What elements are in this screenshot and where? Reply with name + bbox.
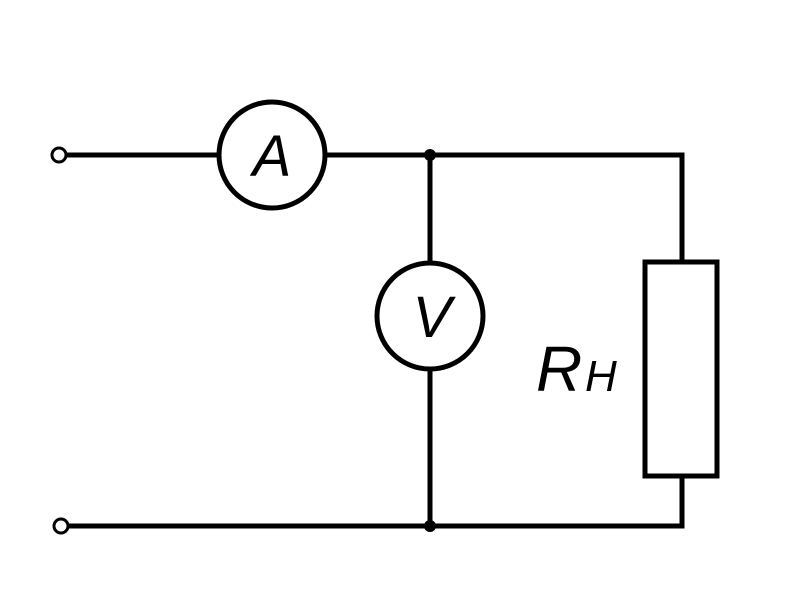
voltmeter-label: V: [413, 285, 457, 350]
voltmeter: V: [374, 260, 486, 372]
ammeter-label: A: [250, 124, 292, 189]
input-terminal-bottom: [52, 517, 70, 535]
input-terminal-top: [50, 146, 68, 164]
junction-top: [424, 149, 436, 161]
resistor-label-subscript: H: [585, 352, 617, 401]
junction-bottom: [424, 520, 436, 532]
voltmeter-circle: [374, 260, 486, 372]
ammeter-circle: [216, 99, 328, 211]
resistor-label: R: [536, 333, 582, 405]
load-resistor: [642, 259, 720, 479]
ammeter: A: [216, 99, 328, 211]
